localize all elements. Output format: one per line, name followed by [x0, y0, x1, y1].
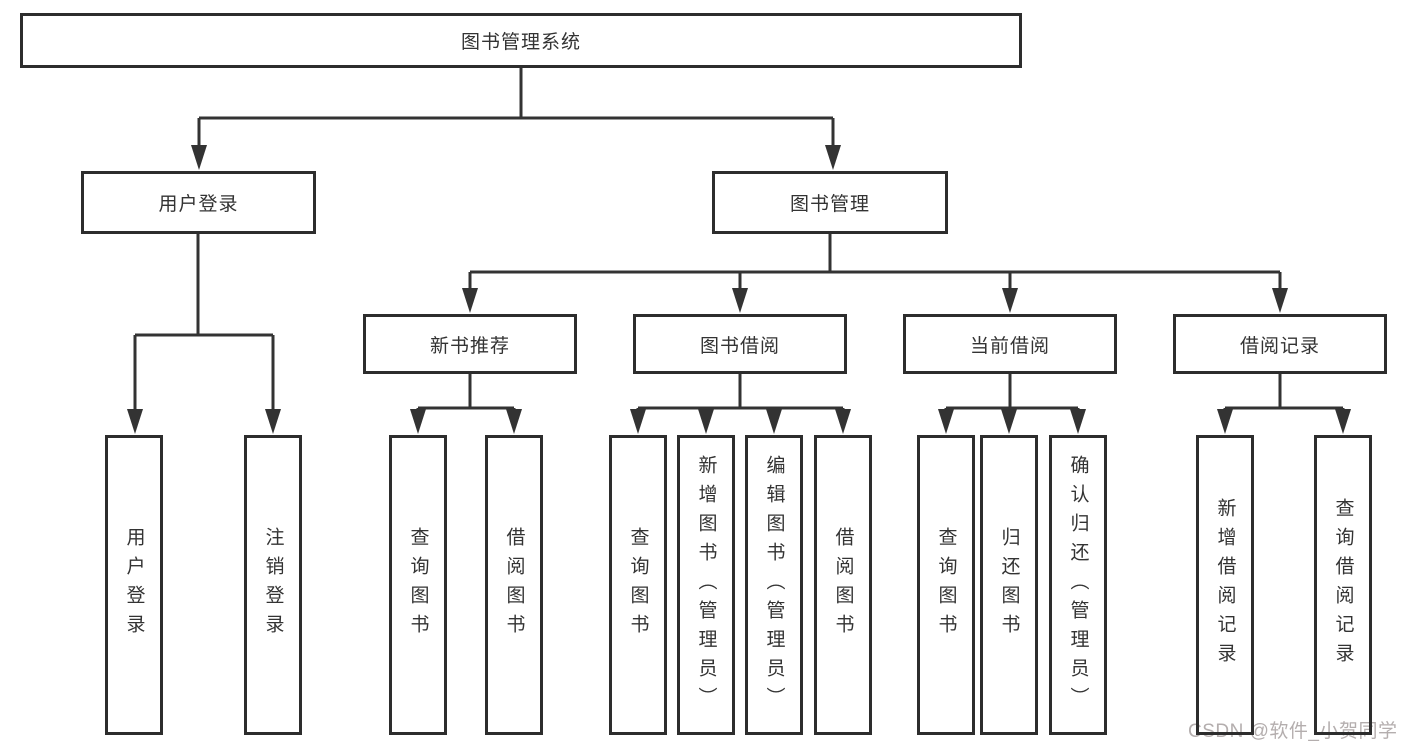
leaf-current-return-books-label: 归还图书 — [998, 527, 1020, 643]
leaf-borrow-add-books-admin: 新增图书（管理员） — [677, 435, 735, 735]
leaf-logout: 注销登录 — [244, 435, 302, 735]
leaf-recommend-query-books: 查询图书 — [389, 435, 447, 735]
node-new-book-recommend: 新书推荐 — [363, 314, 577, 374]
leaf-borrow-borrow-books-label: 借阅图书 — [832, 527, 854, 643]
node-user-login: 用户登录 — [81, 171, 316, 234]
leaf-current-query-books: 查询图书 — [917, 435, 975, 735]
leaf-current-query-books-label: 查询图书 — [935, 527, 957, 643]
arrowheads — [127, 145, 1351, 434]
node-current-borrow: 当前借阅 — [903, 314, 1117, 374]
leaf-logout-label: 注销登录 — [262, 527, 284, 643]
leaf-current-return-books: 归还图书 — [980, 435, 1038, 735]
node-book-borrow: 图书借阅 — [633, 314, 847, 374]
leaf-borrow-query-books: 查询图书 — [609, 435, 667, 735]
leaf-borrow-query-books-label: 查询图书 — [627, 527, 649, 643]
node-borrow-records: 借阅记录 — [1173, 314, 1387, 374]
leaf-records-query-record-label: 查询借阅记录 — [1332, 498, 1354, 672]
leaf-borrow-edit-books-admin: 编辑图书（管理员） — [745, 435, 803, 735]
node-root: 图书管理系统 — [20, 13, 1022, 68]
leaf-records-add-record-label: 新增借阅记录 — [1214, 498, 1236, 672]
leaf-current-confirm-return-admin-label: 确认归还（管理员） — [1067, 454, 1089, 716]
watermark: CSDN @软件_小贺同学 — [1188, 721, 1398, 742]
node-book-management: 图书管理 — [712, 171, 948, 234]
leaf-borrow-edit-books-admin-label: 编辑图书（管理员） — [763, 454, 785, 716]
leaf-current-confirm-return-admin: 确认归还（管理员） — [1049, 435, 1107, 735]
leaf-recommend-borrow-books-label: 借阅图书 — [503, 527, 525, 643]
leaf-records-query-record: 查询借阅记录 — [1314, 435, 1372, 735]
leaf-records-add-record: 新增借阅记录 — [1196, 435, 1254, 735]
leaf-recommend-query-books-label: 查询图书 — [407, 527, 429, 643]
leaf-borrow-borrow-books: 借阅图书 — [814, 435, 872, 735]
leaf-user-login-label: 用户登录 — [123, 527, 145, 643]
leaf-user-login: 用户登录 — [105, 435, 163, 735]
leaf-borrow-add-books-admin-label: 新增图书（管理员） — [695, 454, 717, 716]
leaf-recommend-borrow-books: 借阅图书 — [485, 435, 543, 735]
